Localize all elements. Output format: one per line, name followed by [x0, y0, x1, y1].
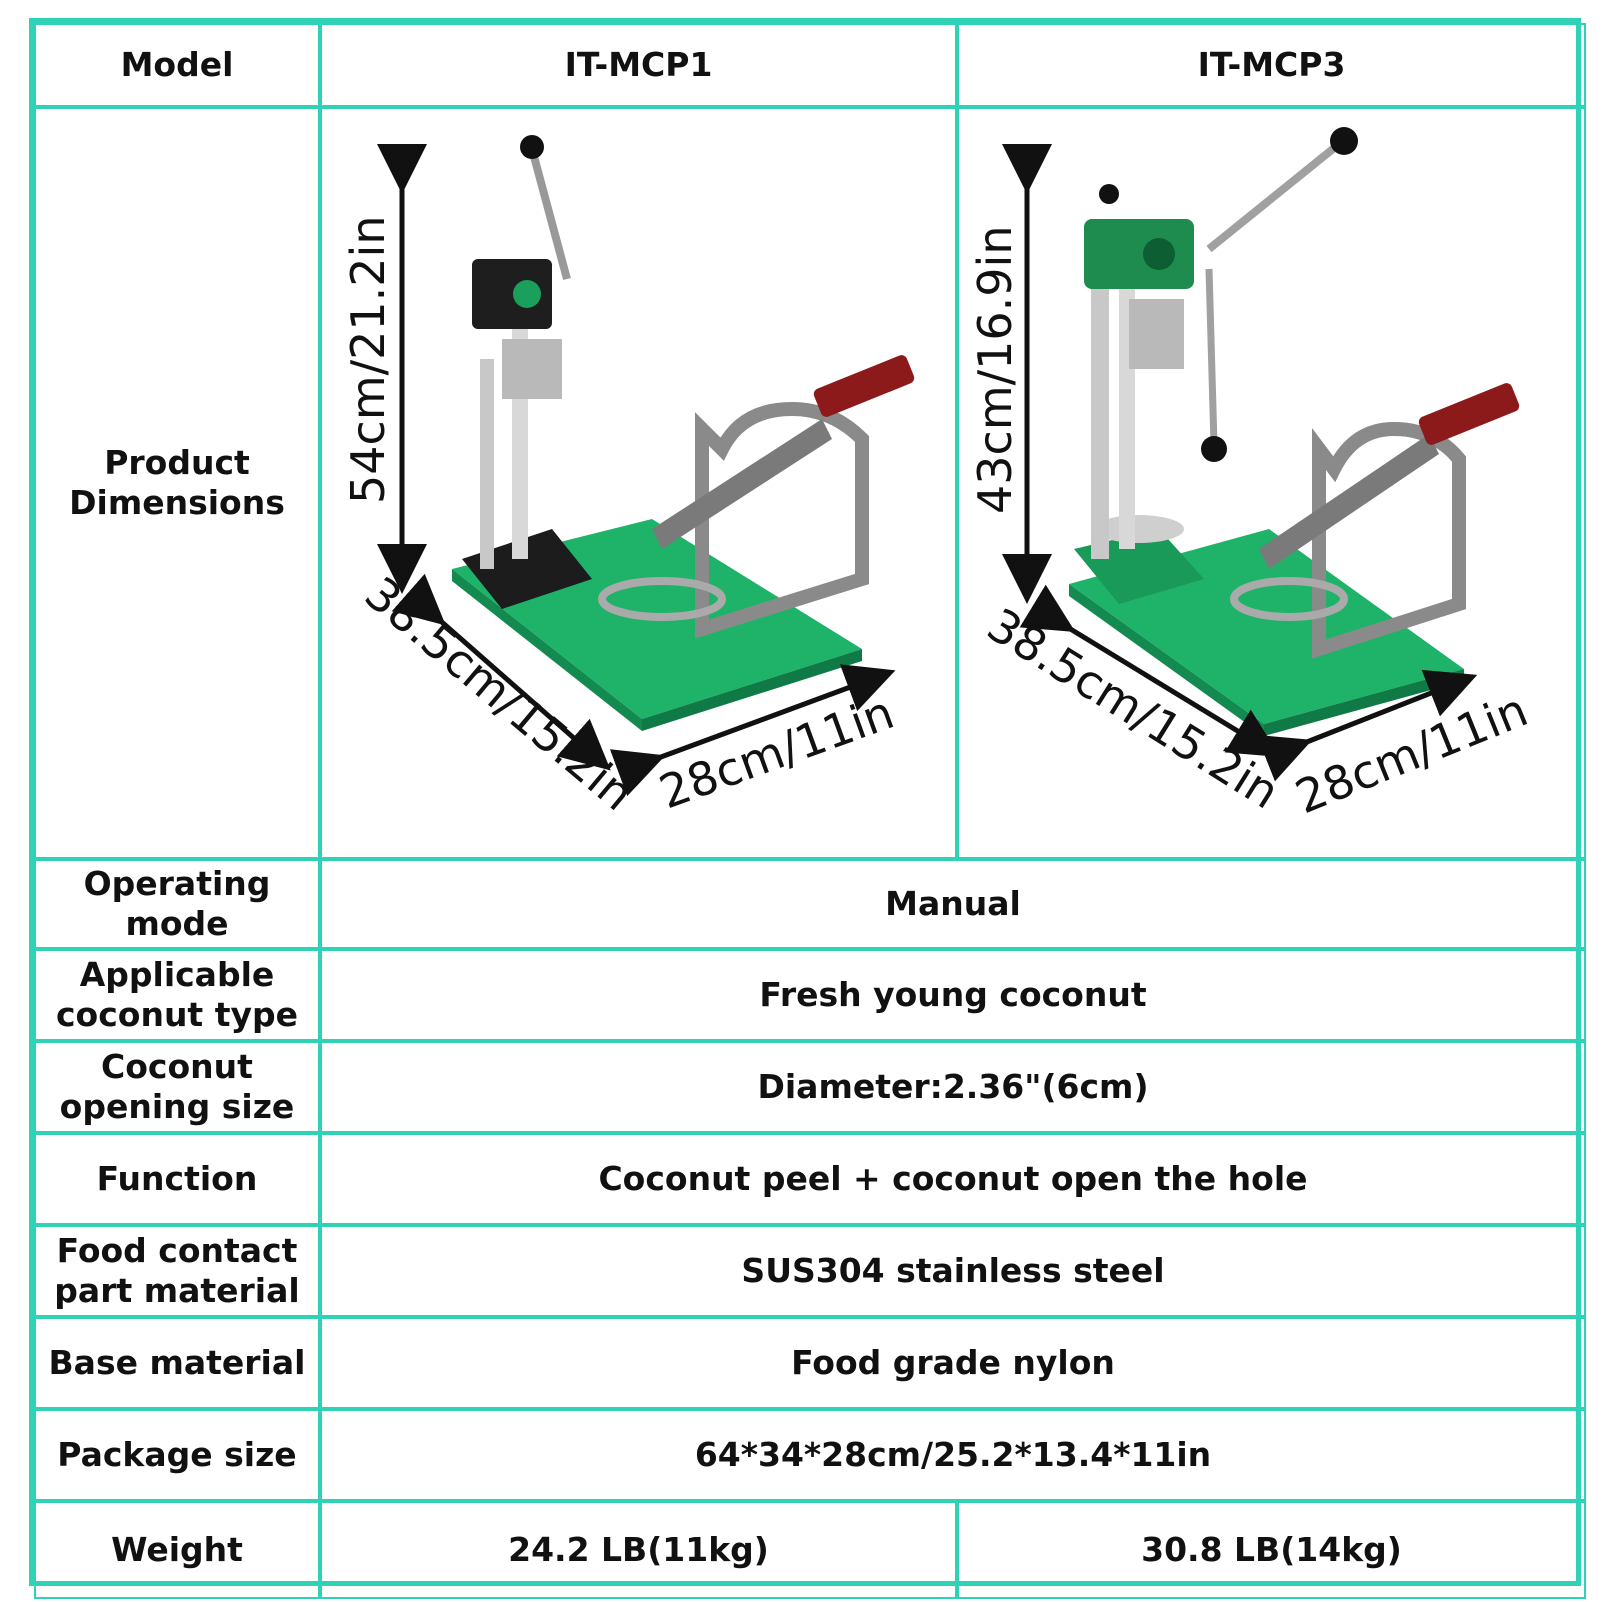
- press-head: [1084, 219, 1194, 289]
- row-label: Base material: [34, 1317, 320, 1409]
- dimensions-label: Product Dimensions: [34, 107, 320, 859]
- row-label: Operating mode: [34, 859, 320, 949]
- press-column: [1091, 219, 1109, 559]
- row-label: Coconut opening size: [34, 1041, 320, 1133]
- knife-frame: [1312, 421, 1466, 659]
- row-label: Function: [34, 1133, 320, 1225]
- row-label: Food contact part material: [34, 1225, 320, 1317]
- mcp1-illustration: 54cm/21.2in 38.5cm/15.2in 28cm/11in: [341, 135, 915, 821]
- press-column: [480, 359, 494, 569]
- knife-handle: [1418, 383, 1520, 445]
- press-head: [472, 259, 552, 329]
- weight-label: Weight: [34, 1501, 320, 1599]
- cutter-cylinder: [1129, 299, 1184, 369]
- row-value: 64*34*28cm/25.2*13.4*11in: [320, 1409, 1586, 1501]
- mcp3-image: 43cm/16.9in 38.5cm/15.2in 28cm/11in: [957, 107, 1586, 859]
- row-value: Coconut peel + coconut open the hole: [320, 1133, 1586, 1225]
- mcp3-illustration: 43cm/16.9in 38.5cm/15.2in 28cm/11in: [968, 127, 1535, 824]
- mcp3-height-label: 43cm/16.9in: [968, 226, 1022, 515]
- knife-frame: [695, 401, 869, 639]
- model-mcp1: IT-MCP1: [320, 23, 957, 107]
- cutter-cylinder: [502, 339, 562, 399]
- row-label: Package size: [34, 1409, 320, 1501]
- mcp1-height-label: 54cm/21.2in: [341, 216, 395, 505]
- row-value: Diameter:2.36"(6cm): [320, 1041, 1586, 1133]
- weight-mcp3: 30.8 LB(14kg): [957, 1501, 1586, 1599]
- knife-handle: [813, 355, 915, 417]
- spec-table: Model IT-MCP1 IT-MCP3 Product Dimensions: [29, 18, 1586, 1599]
- row-value: Manual: [320, 859, 1586, 949]
- row-label: Applicable coconut type: [34, 949, 320, 1041]
- weight-mcp1: 24.2 LB(11kg): [320, 1501, 957, 1599]
- row-value: SUS304 stainless steel: [320, 1225, 1586, 1317]
- mcp1-image: 54cm/21.2in 38.5cm/15.2in 28cm/11in: [320, 107, 957, 859]
- row-value: Fresh young coconut: [320, 949, 1586, 1041]
- model-label: Model: [34, 23, 320, 107]
- row-value: Food grade nylon: [320, 1317, 1586, 1409]
- model-mcp3: IT-MCP3: [957, 23, 1586, 107]
